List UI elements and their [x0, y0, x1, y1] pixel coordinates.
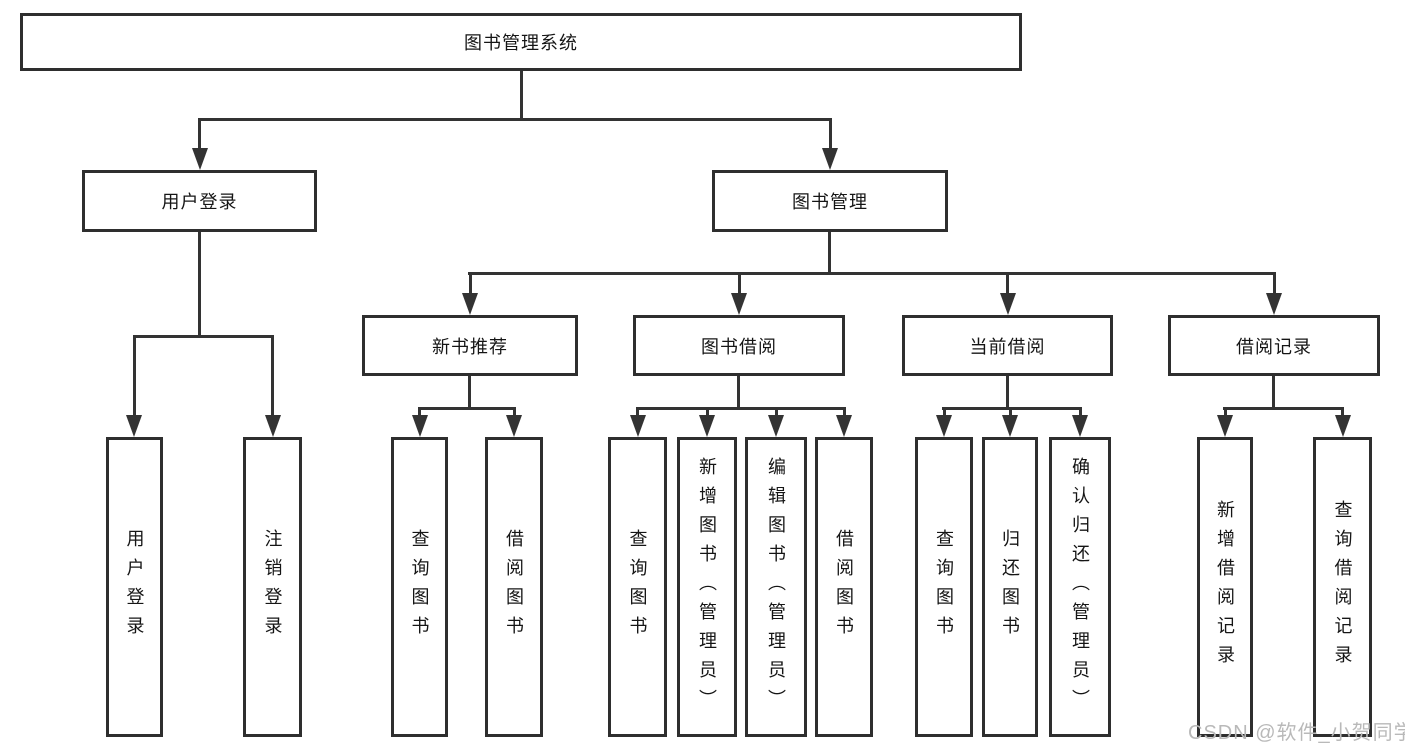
connector-line: [738, 272, 741, 295]
arrowhead: [265, 415, 281, 437]
arrowhead: [699, 415, 715, 437]
connector-line: [198, 118, 201, 150]
leaf-current-query-books-label: 查询图书: [934, 529, 954, 645]
leaf-recommend-query-books-label: 查询图书: [409, 529, 430, 645]
leaf-current-query-books: 查询图书: [915, 437, 973, 737]
arrowhead: [1266, 293, 1282, 315]
arrowhead: [1072, 415, 1088, 437]
connector-line: [520, 71, 523, 120]
leaf-recommend-query-books: 查询图书: [391, 437, 448, 737]
leaf-current-return-books-label: 归还图书: [1000, 529, 1020, 645]
connector-line: [469, 272, 472, 295]
connector-line: [1223, 407, 1344, 410]
connector-line: [706, 407, 709, 417]
connector-line: [418, 407, 421, 417]
node-book-borrowing-label: 图书借阅: [701, 336, 777, 357]
leaf-records-add-record-label: 新增借阅记录: [1215, 500, 1235, 674]
connector-line: [198, 232, 201, 337]
leaf-login-logout-label: 注销登录: [262, 529, 283, 645]
arrowhead: [126, 415, 142, 437]
connector-line: [1009, 407, 1012, 417]
leaf-borrowing-edit-books: 编辑图书（管理员）: [745, 437, 807, 737]
node-book-management: 图书管理: [712, 170, 948, 232]
connector-line: [1272, 376, 1275, 409]
connector-line: [418, 407, 516, 410]
leaf-current-confirm-return-label: 确认归还（管理员）: [1070, 456, 1090, 718]
node-borrowing-records-label: 借阅记录: [1236, 336, 1312, 357]
leaf-recommend-borrow-books-label: 借阅图书: [504, 529, 524, 645]
arrowhead: [412, 415, 428, 437]
connector-line: [1224, 407, 1227, 417]
arrowhead: [768, 415, 784, 437]
leaf-records-add-record: 新增借阅记录: [1197, 437, 1253, 737]
connector-line: [843, 407, 846, 417]
leaf-current-confirm-return: 确认归还（管理员）: [1049, 437, 1111, 737]
connector-line: [271, 335, 274, 417]
arrowhead: [506, 415, 522, 437]
connector-line: [1006, 376, 1009, 409]
arrowhead: [630, 415, 646, 437]
arrowhead: [836, 415, 852, 437]
leaf-recommend-borrow-books: 借阅图书: [485, 437, 543, 737]
connector-line: [1079, 407, 1082, 417]
arrowhead: [1335, 415, 1351, 437]
node-book-borrowing: 图书借阅: [633, 315, 845, 376]
leaf-records-query-record-label: 查询借阅记录: [1332, 500, 1353, 674]
node-root-label: 图书管理系统: [464, 33, 578, 53]
arrowhead: [462, 293, 478, 315]
connector-line: [828, 232, 831, 274]
arrowhead: [1002, 415, 1018, 437]
node-borrowing-records: 借阅记录: [1168, 315, 1380, 376]
node-book-management-label: 图书管理: [792, 192, 868, 212]
csdn-watermark: CSDN @软件_小贺同学: [1188, 722, 1405, 744]
leaf-borrowing-borrow-books: 借阅图书: [815, 437, 873, 737]
arrowhead: [192, 148, 208, 170]
node-current-borrowing: 当前借阅: [902, 315, 1113, 376]
connector-line: [636, 407, 846, 410]
connector-line: [468, 376, 471, 409]
connector-line: [636, 407, 639, 417]
connector-line: [1006, 272, 1009, 295]
connector-line: [133, 335, 136, 417]
leaf-login-user-login: 用户登录: [106, 437, 163, 737]
connector-line: [943, 407, 946, 417]
leaf-borrowing-query-books: 查询图书: [608, 437, 667, 737]
leaf-borrowing-query-books-label: 查询图书: [627, 529, 648, 645]
arrowhead: [822, 148, 838, 170]
connector-line: [1341, 407, 1344, 417]
node-user-login-label: 用户登录: [161, 192, 238, 212]
leaf-records-query-record: 查询借阅记录: [1313, 437, 1372, 737]
node-new-book-recommend-label: 新书推荐: [432, 336, 508, 357]
connector-line: [513, 407, 516, 417]
leaf-borrowing-edit-books-label: 编辑图书（管理员）: [766, 456, 786, 718]
leaf-login-logout: 注销登录: [243, 437, 302, 737]
leaf-borrowing-borrow-books-label: 借阅图书: [834, 529, 854, 645]
node-root: 图书管理系统: [20, 13, 1022, 71]
connector-line: [1273, 272, 1276, 295]
connector-line: [198, 118, 832, 121]
connector-line: [133, 335, 274, 338]
arrowhead: [1217, 415, 1233, 437]
node-user-login: 用户登录: [82, 170, 317, 232]
connector-line: [737, 376, 740, 409]
leaf-login-user-login-label: 用户登录: [124, 529, 145, 645]
connector-line: [942, 407, 1082, 410]
node-new-book-recommend: 新书推荐: [362, 315, 578, 376]
node-current-borrowing-label: 当前借阅: [969, 336, 1046, 357]
connector-line: [775, 407, 778, 417]
connector-line: [829, 118, 832, 150]
leaf-borrowing-add-books-label: 新增图书（管理员）: [697, 456, 717, 718]
leaf-current-return-books: 归还图书: [982, 437, 1038, 737]
arrowhead: [1000, 293, 1016, 315]
leaf-borrowing-add-books: 新增图书（管理员）: [677, 437, 737, 737]
connector-line: [468, 272, 1276, 275]
arrowhead: [731, 293, 747, 315]
arrowhead: [936, 415, 952, 437]
